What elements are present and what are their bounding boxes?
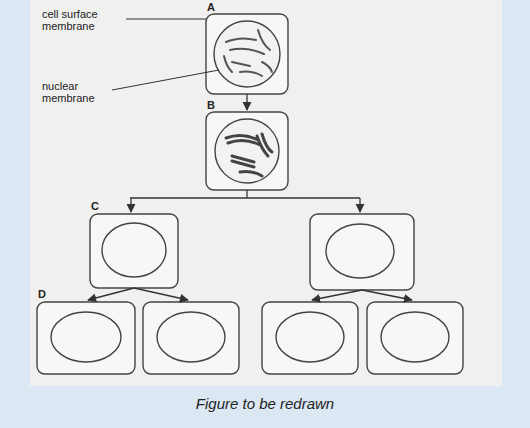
leader-lines: [112, 19, 219, 90]
cell-c-left: [90, 214, 178, 288]
cell-a: [206, 14, 288, 94]
part-label: cell surface membrane: [42, 8, 122, 32]
stage-letter: C: [91, 200, 105, 212]
chromosomes-a: [224, 30, 272, 76]
nucleus-d-4: [381, 312, 449, 362]
nucleus-c-right: [326, 224, 394, 278]
photo-ground: [30, 0, 502, 386]
part-label: nuclear membrane: [42, 80, 108, 104]
nucleus-b: [215, 119, 279, 183]
cell-d-3: [262, 302, 358, 374]
stage-letter: D: [38, 288, 52, 300]
chromosomes-b: [226, 134, 272, 176]
nucleus-d-2: [157, 312, 225, 362]
figure-caption: Figure to be redrawn: [0, 395, 530, 412]
nucleus-a: [214, 21, 280, 87]
cell-c-right: [310, 214, 414, 290]
division-arrows: [88, 94, 412, 300]
nucleus-d-3: [276, 312, 344, 362]
stage-letter: B: [207, 99, 221, 111]
cell-d-1: [37, 302, 135, 374]
nucleus-c-left: [102, 223, 166, 277]
cell-d-4: [367, 302, 463, 374]
stage-letter: A: [207, 1, 221, 13]
nucleus-d-1: [51, 312, 121, 362]
cell-b: [206, 112, 288, 190]
cell-d-2: [143, 302, 239, 374]
